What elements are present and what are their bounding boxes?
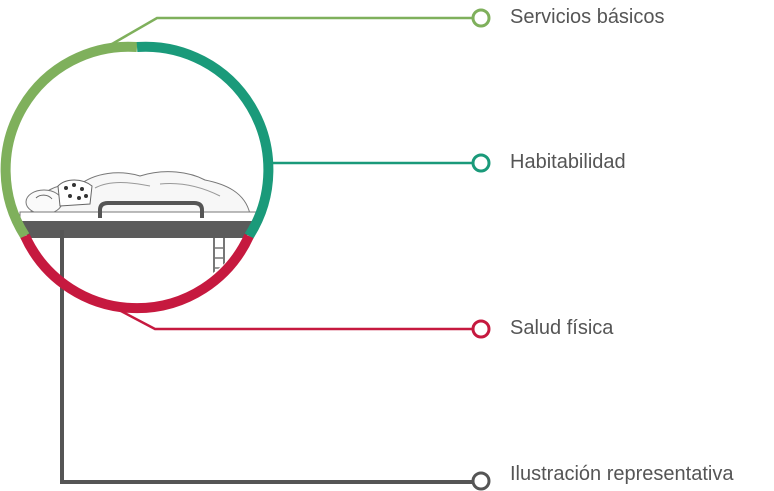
- services-leader-line: [111, 16, 472, 46]
- health-leader-line: [99, 298, 472, 331]
- habitability-marker: [471, 153, 491, 173]
- habitability-label: Habitabilidad: [510, 151, 626, 173]
- person-sleeping-on-bunk-bed-icon: [10, 171, 265, 298]
- health-ring-segment: [20, 233, 254, 314]
- health-label: Salud física: [510, 317, 614, 339]
- health-marker: [471, 319, 491, 339]
- services-ring-segment: [0, 41, 138, 239]
- illustration-label: Ilustración representativa: [510, 463, 734, 485]
- illustration-marker: [471, 471, 491, 491]
- services-label: Servicios básicos: [510, 6, 665, 28]
- illustration-leader-line: [60, 230, 472, 484]
- services-marker: [471, 8, 491, 28]
- habitability-ring-segment: [136, 41, 274, 239]
